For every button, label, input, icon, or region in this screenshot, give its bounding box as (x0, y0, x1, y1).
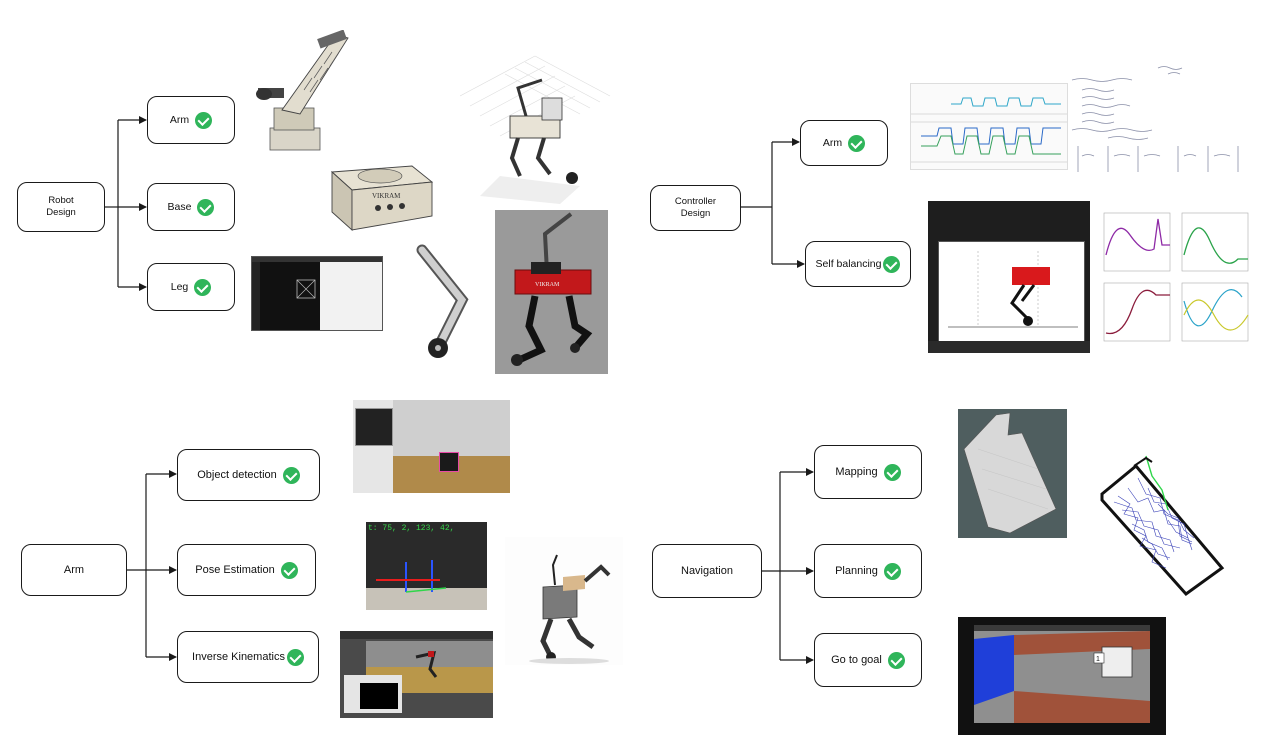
controller-design-label: Controller Design (674, 196, 717, 219)
pose-estimation-camera: t: 75, 2, 123, 42, (366, 522, 487, 610)
node-label: Go to goal (831, 654, 882, 666)
robot-red-render: VIKRAM (495, 210, 608, 374)
self-balancing-plots (1092, 205, 1252, 351)
leg-cad-render (412, 240, 478, 366)
node-label: Pose Estimation (195, 564, 275, 576)
robot-design-root: Robot Design (17, 182, 105, 232)
check-icon (195, 111, 213, 129)
arm-robot-render (505, 537, 623, 665)
pose-estimation-node: Pose Estimation (177, 544, 316, 596)
object-detection-node: Object detection (177, 449, 320, 501)
node-label: Leg (170, 281, 189, 293)
controller-arm-node: Arm (800, 120, 888, 166)
check-icon (197, 198, 215, 216)
base-cad-render: VIKRAM (328, 152, 436, 232)
mapping-view (958, 409, 1067, 538)
check-icon (280, 561, 298, 579)
check-icon (194, 278, 212, 296)
inverse-kinematics-sim (340, 631, 493, 718)
controller-arm-plots (910, 83, 1068, 170)
planning-rrt-map (1098, 448, 1228, 598)
base-render-label: VIKRAM (372, 192, 401, 200)
object-detection-view (353, 400, 510, 493)
navigation-root: Navigation (652, 544, 762, 598)
check-icon (883, 562, 901, 580)
pose-overlay-text: t: 75, 2, 123, 42, (368, 524, 455, 533)
node-label: Arm (822, 137, 843, 149)
node-label: Arm (169, 114, 190, 126)
arm-root-label: Arm (63, 564, 85, 576)
robot-design-label: Robot Design (46, 195, 76, 218)
robot-design-base-node: Base (147, 183, 235, 231)
goal-marker-label: 1 (1096, 656, 1100, 663)
check-icon (282, 466, 300, 484)
arm-cad-render (252, 30, 354, 152)
arm-root: Arm (21, 544, 127, 596)
robot-wireframe-render (460, 36, 615, 204)
node-label: Object detection (197, 469, 277, 481)
mapping-node: Mapping (814, 445, 922, 499)
go-to-goal-sim: 1 (958, 617, 1166, 735)
leg-cad-screenshot (251, 256, 383, 331)
self-balancing-simulation (928, 201, 1090, 353)
go-to-goal-node: Go to goal (814, 633, 922, 687)
controller-design-root: Controller Design (650, 185, 741, 231)
planning-node: Planning (814, 544, 922, 598)
node-label: Base (167, 201, 192, 213)
check-icon (887, 651, 905, 669)
robot-render-label: VIKRAM (535, 282, 560, 288)
controller-self-balancing-node: Self balancing (805, 241, 911, 287)
robot-design-arm-node: Arm (147, 96, 235, 144)
robot-design-leg-node: Leg (147, 263, 235, 311)
check-icon (883, 463, 901, 481)
state-space-notes (1068, 60, 1263, 180)
inverse-kinematics-node: Inverse Kinematics (177, 631, 319, 683)
check-icon (848, 134, 866, 152)
node-label: Self balancing (815, 258, 882, 270)
node-label: Mapping (835, 466, 878, 478)
node-label: Inverse Kinematics (192, 651, 285, 663)
navigation-root-label: Navigation (681, 565, 733, 577)
check-icon (883, 255, 901, 273)
check-icon (286, 648, 304, 666)
node-label: Planning (835, 565, 878, 577)
